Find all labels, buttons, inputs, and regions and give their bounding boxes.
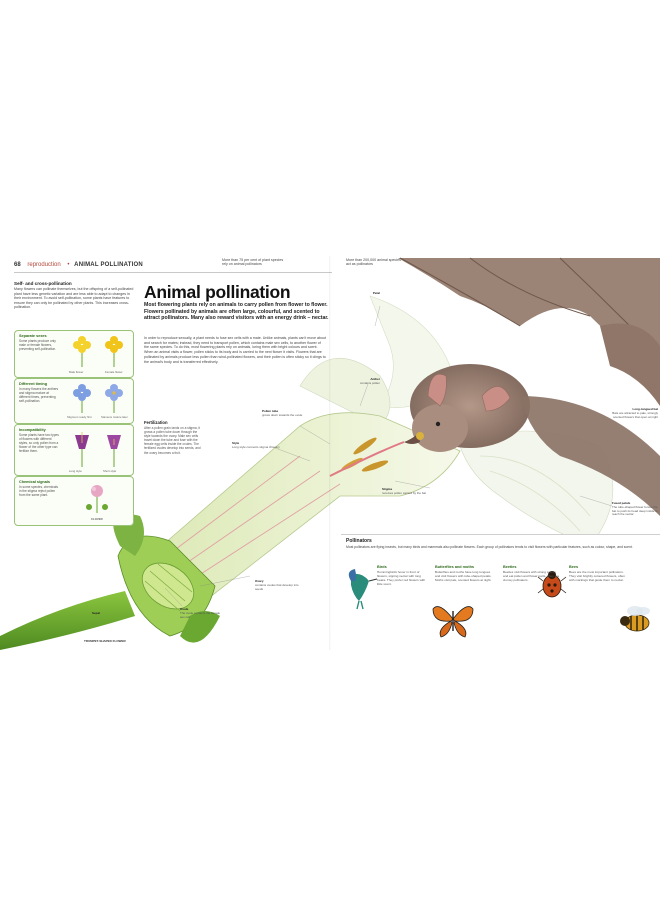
body-text: In order to reproduce sexually, a plant … <box>144 336 326 364</box>
header-rule <box>14 272 332 273</box>
caption-long-style: Long style <box>69 469 82 473</box>
page-number: 68 <box>14 262 21 268</box>
caption-stamens: Stamens mature later <box>101 415 128 419</box>
book-gutter <box>329 256 331 650</box>
pollinator-birds: Birds Hummingbirds hover in front of flo… <box>377 565 426 586</box>
card-text: In some species, chemicals in the stigma… <box>19 485 58 497</box>
flower-icons <box>75 432 121 467</box>
top-note-2: More than 200,000 animal species act as … <box>346 258 401 267</box>
card-title: Different timing <box>19 382 48 386</box>
label-sepal: Sepal <box>92 611 101 615</box>
header-separator: • <box>67 262 70 268</box>
bat-flower-illustration <box>0 257 660 650</box>
hummingbird-icon <box>348 569 377 610</box>
card-text: In many flowers the anthers and stigma m… <box>19 387 59 403</box>
book-spread: 68 reproduction • ANIMAL POLLINATION Mor… <box>0 256 660 650</box>
page-subtitle: ANIMAL POLLINATION <box>74 262 143 268</box>
butterfly-icon <box>432 606 474 638</box>
label-petal: Petal <box>372 291 380 295</box>
card-title: Separate sexes <box>19 334 47 338</box>
pollinator-butterflies: Butterflies and moths Butterflies and mo… <box>435 565 492 582</box>
fertilization-title: Fertilization <box>144 420 168 425</box>
flower-icons <box>73 384 123 413</box>
card-title: Incompatibility <box>19 428 46 432</box>
fertilization-text: After a pollen grain lands on a stigma, … <box>144 426 201 455</box>
sidebar-title: Self- and cross-pollination <box>14 281 72 286</box>
pollinators-intro: Most pollinators are flying insects, but… <box>346 545 633 549</box>
caption-short-style: Short style <box>103 469 117 473</box>
top-note-1: More than 75 per cent of plant species r… <box>222 258 284 267</box>
card-separate-sexes: Separate sexes Some plants produce only … <box>14 330 134 378</box>
flower-icons <box>73 336 123 367</box>
sidebar: Self- and cross-pollination Many flowers… <box>14 281 134 310</box>
card-chemical-signals: Chemical signals In some species, chemic… <box>14 476 134 526</box>
pollinators-title: Pollinators <box>346 538 372 544</box>
label-flower-name: TRUMPET-SHAPED FLOWER <box>84 639 126 643</box>
caption-clover: CLOVER <box>91 517 103 521</box>
caption-female: Female flower <box>105 370 123 374</box>
card-text: Some plants have two types of flowers wi… <box>19 433 59 453</box>
page-header: 68 reproduction • ANIMAL POLLINATION <box>14 262 143 268</box>
bee-icon <box>620 606 650 632</box>
pollinator-beetles: Beetles Beetles visit flowers with stron… <box>503 565 560 582</box>
caption-stigma: Stigma is ready first <box>67 415 92 419</box>
card-title: Chemical signals <box>19 480 51 484</box>
sidebar-text: Many flowers can pollinate themselves, b… <box>14 287 134 310</box>
intro-text: Most flowering plants rely on animals to… <box>144 302 329 322</box>
page-title: Animal pollination <box>144 282 291 302</box>
card-text: Some plants produce only male or female … <box>19 339 57 351</box>
card-incompatibility: Incompatibility Some plants have two typ… <box>14 424 134 476</box>
card-different-timing: Different timing In many flowers the ant… <box>14 378 134 424</box>
pollinators-panel: Pollinators Most pollinators are flying … <box>341 534 660 650</box>
caption-male: Male flower <box>69 370 84 374</box>
clover-icon <box>86 485 108 513</box>
beetle-icon <box>537 571 567 598</box>
pollinator-bees: Bees Bees are the most important pollina… <box>569 565 625 582</box>
section-name: reproduction <box>27 262 61 268</box>
